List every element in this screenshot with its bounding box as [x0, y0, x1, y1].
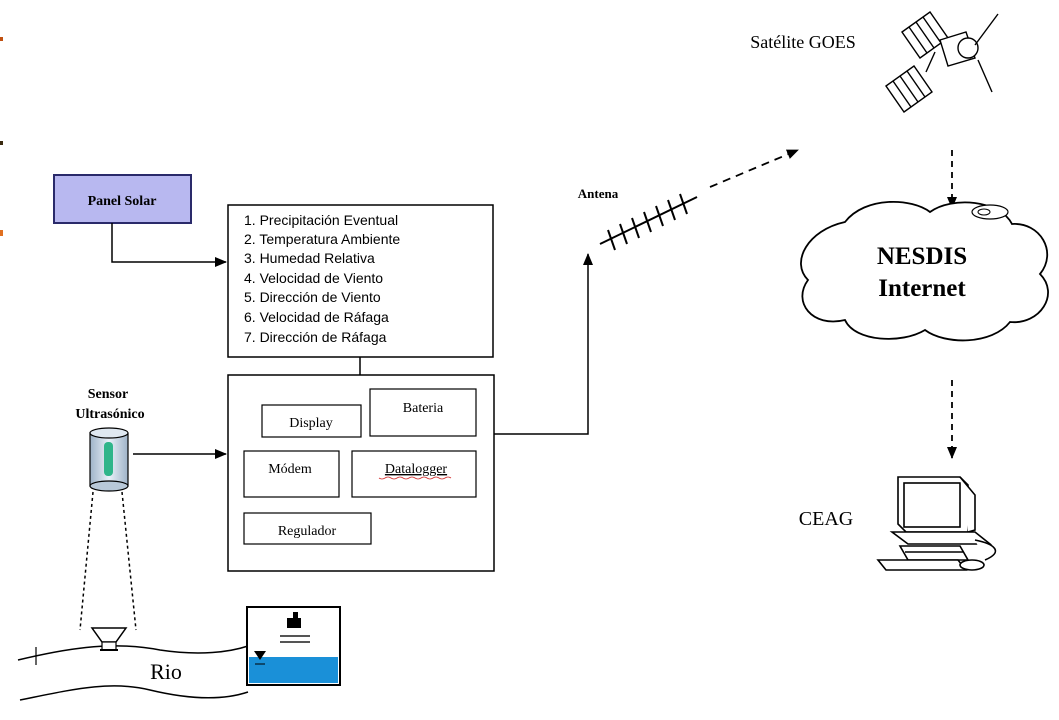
- variables-frame: [227, 204, 494, 358]
- display-box: [261, 404, 362, 438]
- variable-item: 3. Humedad Relativa: [244, 250, 375, 266]
- antenna-to-satellite-arrow: [709, 149, 799, 188]
- variable-item: 6. Velocidad de Ráfaga: [244, 309, 389, 325]
- modem-label: Módem: [268, 462, 312, 477]
- panel-solar-label: Panel Solar: [88, 194, 157, 209]
- variable-item: 4. Velocidad de Viento: [244, 270, 383, 286]
- panel-to-variables-arrow: [111, 223, 227, 267]
- antenna-icon: [599, 193, 698, 251]
- river-label: Rio: [150, 659, 182, 684]
- water-tank-icon: [246, 606, 341, 686]
- spellcheck-underline: [378, 476, 452, 480]
- station-box: Display Bateria Módem Datalogger Regulad…: [227, 374, 495, 572]
- edge-mark: [0, 141, 3, 145]
- datalogger-box: [351, 450, 477, 498]
- ultrasonic-sensor-icon: [89, 427, 129, 492]
- cloud-icon: [800, 200, 1049, 342]
- station-to-antenna-arrow: [494, 253, 593, 435]
- modem-box: [243, 450, 340, 498]
- cloud-label-line1: NESDIS: [877, 243, 967, 270]
- ceag-label: CEAG: [799, 508, 853, 530]
- display-label: Display: [289, 416, 333, 431]
- satellite-icon: [885, 11, 999, 113]
- river: Rio: [17, 645, 249, 701]
- variable-item: 1. Precipitación Eventual: [244, 212, 398, 228]
- cloud-label-line2: Internet: [878, 275, 966, 302]
- satellite-label: Satélite GOES: [750, 32, 856, 52]
- regulador-label: Regulador: [278, 524, 337, 539]
- antenna-label: Antena: [578, 186, 619, 201]
- bateria-label: Bateria: [403, 401, 444, 416]
- variable-item: 2. Temperatura Ambiente: [244, 231, 400, 247]
- sensor-mount-icon: [90, 627, 128, 651]
- variables-box: 1. Precipitación Eventual 2. Temperatura…: [227, 204, 494, 358]
- edge-mark: [0, 37, 3, 41]
- datalogger-label: Datalogger: [385, 462, 448, 477]
- edge-mark: [0, 230, 3, 236]
- sensor-beam-left: [79, 491, 94, 631]
- bateria-box: [369, 388, 477, 437]
- sensor-beam-right: [121, 491, 137, 631]
- panel-solar-box: [53, 174, 192, 224]
- regulador-box: [243, 512, 372, 545]
- sensor-label-line2: Ultrasónico: [75, 407, 144, 422]
- variable-item: 5. Dirección de Viento: [244, 289, 381, 305]
- sensor-label-line1: Sensor: [88, 387, 128, 402]
- variable-item: 7. Dirección de Ráfaga: [244, 329, 387, 345]
- panel-solar: Panel Solar: [53, 174, 192, 224]
- computer-icon: [876, 476, 997, 571]
